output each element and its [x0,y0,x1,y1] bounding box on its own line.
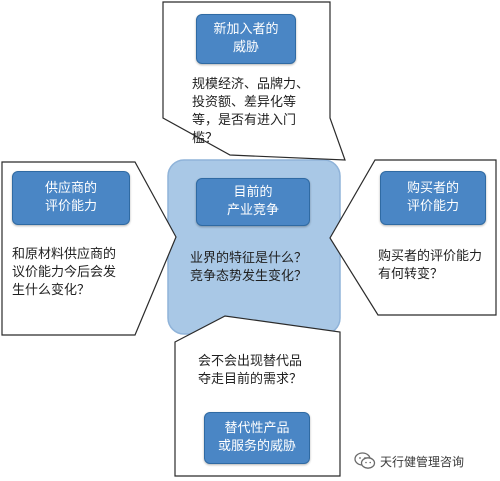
watermark: 天行健管理咨询 [354,452,464,470]
supplier-power-box: 供应商的 评价能力 [12,171,130,225]
new-entrants-description: 规模经济、品牌力、 投资额、差异化等 等，是否有进入门 槛？ [192,76,309,148]
new-entrants-desc-line-2: 投资额、差异化等 [192,95,297,110]
supplier-power-desc-line-1: 和原材料供应商的 [12,247,117,262]
current-competition-box: 目前的 产业竞争 [196,178,310,226]
wechat-icon [354,452,376,469]
buyer-power-desc-line-2: 有何转变？ [378,267,444,282]
current-competition-desc-line-1: 业界的特征是什么？ [190,251,308,266]
substitutes-description: 会不会出现替代品 夺走目前的需求？ [198,353,302,389]
new-entrants-desc-line-4: 槛？ [192,131,219,146]
buyer-power-desc-line-1: 购买者的评价能力 [378,249,483,264]
new-entrants-box: 新加入者的 威胁 [196,14,296,64]
supplier-power-title-line-1: 供应商的 [44,181,97,196]
new-entrants-title-line-2: 威胁 [232,40,259,55]
substitutes-desc-line-2: 夺走目前的需求？ [198,372,303,387]
supplier-power-desc-line-2: 议价能力今后会发 [12,265,117,280]
buyer-power-title-line-1: 购买者的 [406,181,459,196]
supplier-power-description: 和原材料供应商的 议价能力今后会发 生什么变化？ [12,246,116,300]
substitutes-box: 替代性产品 或服务的威胁 [204,412,310,464]
new-entrants-title-line-1: 新加入者的 [213,22,279,37]
new-entrants-desc-line-3: 等，是否有进入门 [192,113,297,128]
supplier-power-desc-line-3: 生什么变化？ [12,283,91,298]
substitutes-title-line-1: 替代性产品 [224,421,290,436]
buyer-power-description: 购买者的评价能力 有何转变？ [378,248,482,284]
substitutes-desc-line-1: 会不会出现替代品 [198,354,303,369]
buyer-power-box: 购买者的 评价能力 [380,171,486,225]
watermark-text: 天行健管理咨询 [380,454,465,469]
buyer-power-title-line-2: 评价能力 [406,199,459,214]
supplier-power-title-line-2: 评价能力 [44,199,97,214]
current-competition-description: 业界的特征是什么？ 竞争态势发生变化？ [190,250,307,286]
current-competition-title-line-2: 产业竞争 [226,203,279,218]
new-entrants-desc-line-1: 规模经济、品牌力、 [192,77,310,92]
current-competition-desc-line-2: 竞争态势发生变化？ [190,269,308,284]
current-competition-title-line-1: 目前的 [233,185,273,200]
substitutes-title-line-2: 或服务的威胁 [217,439,296,454]
